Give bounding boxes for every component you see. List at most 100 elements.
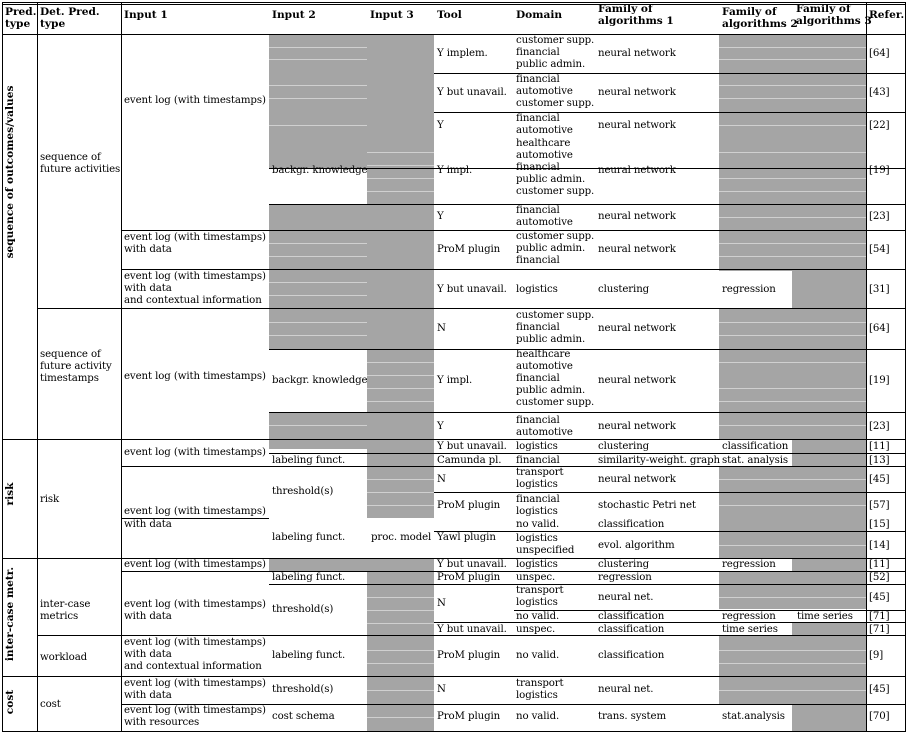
reference-link[interactable]: [71] — [869, 624, 890, 635]
subgroup-label: risk — [40, 494, 60, 505]
header-tool: Tool — [437, 9, 462, 21]
reference-link[interactable]: [57] — [869, 500, 890, 511]
input2-cell: threshold(s) — [272, 604, 334, 615]
reference-link[interactable]: [23] — [869, 421, 890, 432]
family2-cell: regression — [722, 559, 776, 570]
na-cell — [719, 466, 866, 558]
reference-link[interactable]: [31] — [869, 284, 890, 295]
domain-cell: financial automotive customer supp. — [516, 74, 595, 109]
family1-cell: clustering — [598, 441, 650, 452]
domain-cell: financial logistics — [516, 494, 560, 517]
tool-cell: Y but unavail. — [437, 87, 507, 98]
input1-cell: event log (with timestamps) with data an… — [124, 271, 266, 306]
reference-link[interactable]: [19] — [869, 375, 890, 386]
tool-cell: Y implem. — [437, 48, 488, 59]
input1-cell: event log (with timestamps) — [124, 371, 266, 382]
reference-link[interactable]: [11] — [869, 441, 890, 452]
na-cell — [719, 308, 866, 439]
na-cell — [367, 439, 434, 518]
subgroup-label: inter-case metrics — [40, 599, 91, 622]
input2-cell: threshold(s) — [272, 486, 334, 497]
tool-cell: Y — [437, 211, 444, 222]
header-family2: Family of algorithms 2 — [722, 6, 798, 30]
tool-cell: Y but unavail. — [437, 624, 507, 635]
reference-link[interactable]: [45] — [869, 474, 890, 485]
reference-link[interactable]: [19] — [869, 165, 890, 176]
input1-cell: with data — [124, 519, 172, 530]
tool-cell: Y — [437, 120, 444, 131]
input1-cell: event log (with timestamps) — [124, 506, 266, 517]
family2-cell: regression — [722, 611, 776, 622]
domain-cell: no valid. — [516, 611, 560, 622]
reference-link[interactable]: [71] — [869, 611, 890, 622]
header-input1: Input 1 — [124, 9, 168, 21]
subgroup-label: sequence of future activity timestamps — [40, 349, 112, 384]
header-det-pred-type: Det. Pred. type — [40, 6, 100, 30]
family1-cell: neural network — [598, 87, 676, 98]
domain-cell: logistics unspecified — [516, 533, 575, 556]
family2-cell: regression — [722, 284, 776, 295]
family2-cell: time series — [722, 624, 778, 635]
domain-cell: financial automotive — [516, 113, 573, 136]
family1-cell: neural network — [598, 48, 676, 59]
reference-link[interactable]: [52] — [869, 572, 890, 583]
na-cell — [269, 35, 367, 168]
input1-cell: event log (with timestamps) with data an… — [124, 637, 266, 672]
tool-cell: ProM plugin — [437, 711, 501, 722]
na-cell — [792, 439, 866, 466]
group-label: sequence of outcomes/values — [4, 85, 16, 259]
na-cell — [367, 35, 434, 439]
tool-cell: Camunda pl. — [437, 455, 502, 466]
tool-cell: Y impl. — [437, 165, 473, 176]
family1-cell: trans. system — [598, 711, 666, 722]
reference-link[interactable]: [13] — [869, 455, 890, 466]
na-cell — [269, 558, 434, 571]
header-input2: Input 2 — [272, 9, 316, 21]
domain-cell: logistics — [516, 284, 558, 295]
family1-cell: similarity-weight. graph — [598, 455, 720, 466]
reference-link[interactable]: [23] — [869, 211, 890, 222]
group-label: risk — [4, 482, 16, 506]
na-cell — [269, 308, 367, 349]
tool-cell: Y impl. — [437, 375, 473, 386]
group-label: inter-case metr. — [4, 566, 16, 662]
domain-cell: financial automotive — [516, 415, 573, 438]
reference-link[interactable]: [64] — [869, 48, 890, 59]
header-domain: Domain — [516, 9, 563, 21]
family1-cell: classification — [598, 650, 665, 661]
tool-cell: ProM plugin — [437, 572, 501, 583]
domain-cell: no valid. — [516, 650, 560, 661]
reference-link[interactable]: [43] — [869, 87, 890, 98]
input2-cell: labeling funct. — [272, 532, 346, 543]
reference-link[interactable]: [14] — [869, 540, 890, 551]
reference-link[interactable]: [70] — [869, 711, 890, 722]
tool-cell: N — [437, 684, 446, 695]
domain-cell: financial — [516, 455, 560, 466]
reference-link[interactable]: [22] — [869, 120, 890, 131]
reference-link[interactable]: [9] — [869, 650, 884, 661]
family2-cell: stat.analysis — [722, 711, 785, 722]
reference-link[interactable]: [45] — [869, 684, 890, 695]
domain-cell: healthcare automotive financial public a… — [516, 138, 595, 197]
na-cell — [792, 558, 866, 571]
reference-link[interactable]: [45] — [869, 592, 890, 603]
na-cell — [269, 412, 367, 449]
family1-cell: classification — [598, 519, 665, 530]
subgroup-label: cost — [40, 699, 61, 710]
na-cell — [792, 622, 866, 635]
reference-link[interactable]: [11] — [869, 559, 890, 570]
family1-cell: stochastic Petri net — [598, 500, 696, 511]
reference-link[interactable]: [54] — [869, 244, 890, 255]
tool-cell: N — [437, 598, 446, 609]
family1-cell: neural network — [598, 323, 676, 334]
tool-cell: N — [437, 323, 446, 334]
domain-cell: no valid. — [516, 519, 560, 530]
reference-link[interactable]: [15] — [869, 519, 890, 530]
family1-cell: neural network — [598, 474, 676, 485]
reference-link[interactable]: [64] — [869, 323, 890, 334]
header-family3: Family of algorithms 3 — [796, 3, 872, 27]
domain-cell: transport logistics — [516, 467, 564, 490]
input1-cell: event log (with timestamps) with resourc… — [124, 705, 266, 728]
family1-cell: neural network — [598, 165, 676, 176]
